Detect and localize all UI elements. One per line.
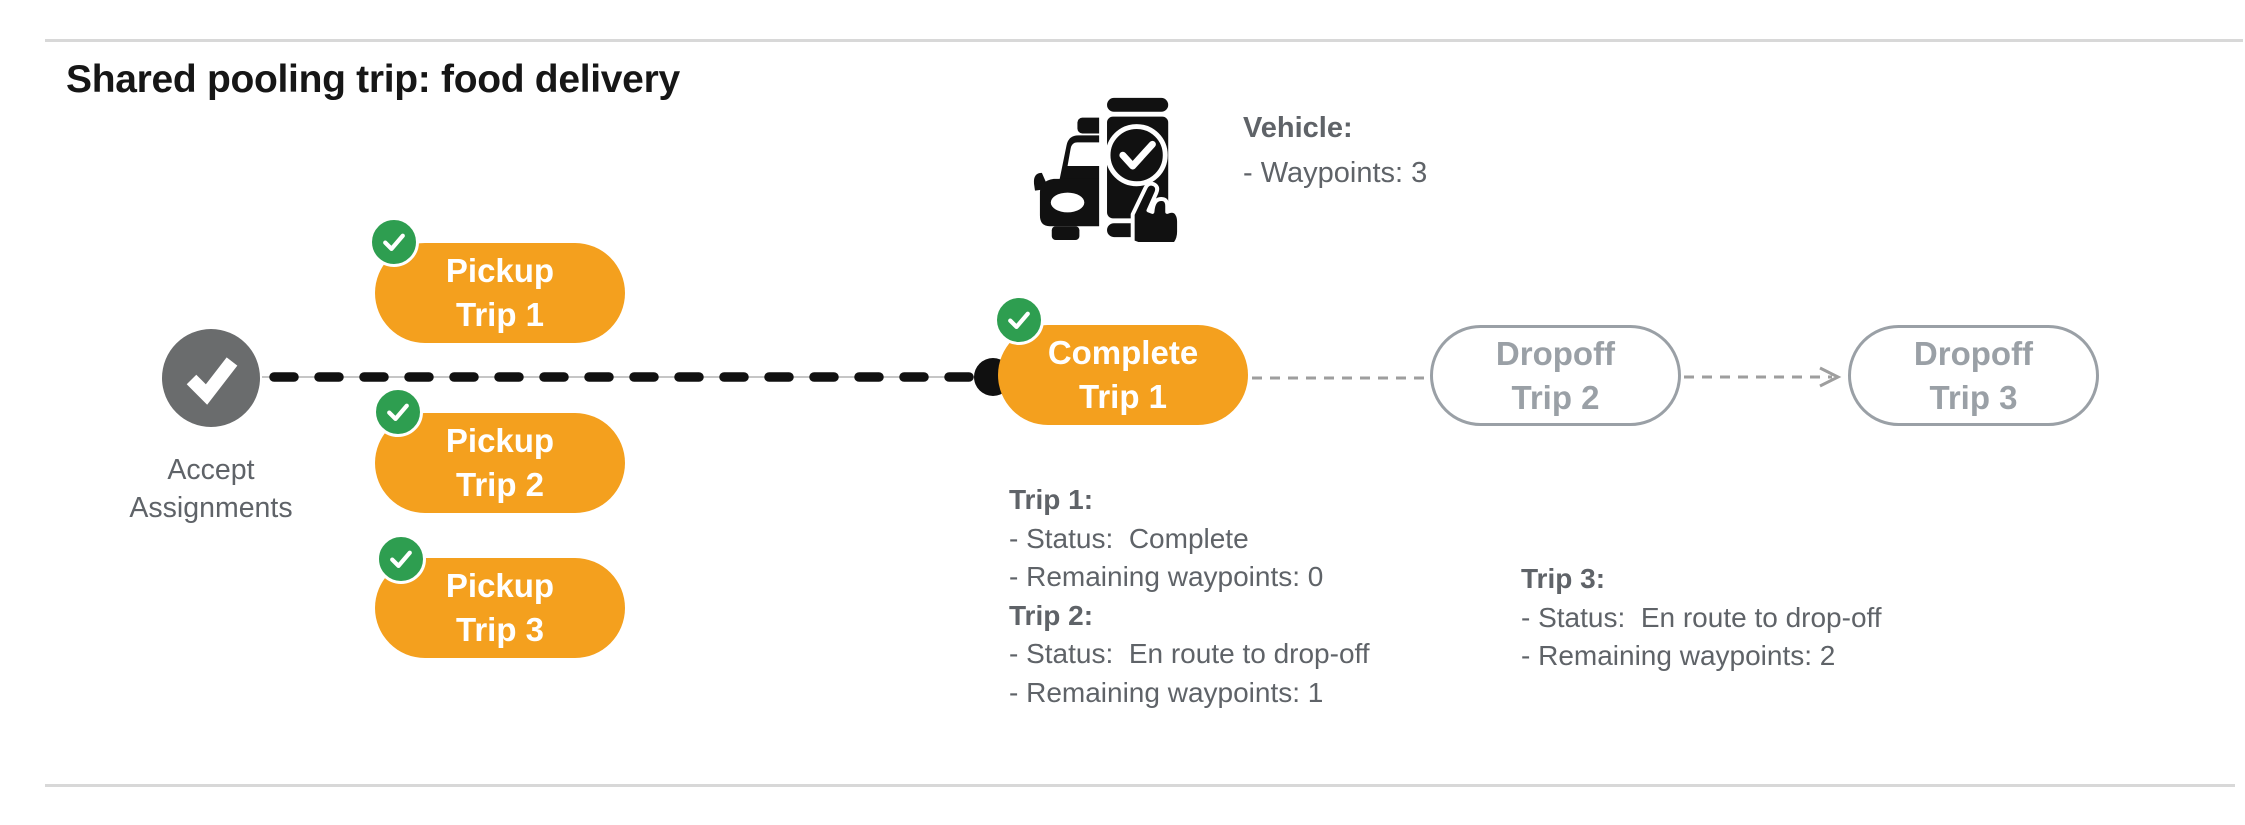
vehicle-info: Vehicle: - Waypoints: 3 bbox=[1243, 106, 1427, 196]
trip2-waypoints-line: - Remaining waypoints: 1 bbox=[1009, 676, 1324, 708]
check-badge-icon bbox=[369, 217, 419, 267]
trip-status-block-1: Trip 1: - Status: Complete - Remaining w… bbox=[1009, 481, 1370, 712]
trip1-heading: Trip 1: bbox=[1009, 484, 1094, 515]
bottom-divider bbox=[45, 784, 2235, 787]
trip1-status-line: - Status: Complete bbox=[1009, 522, 1249, 554]
accepted-route-connector bbox=[262, 372, 990, 382]
dropoff-trip3-node: Dropoff Trip 3 bbox=[1848, 325, 2099, 426]
trip-status-block-2: Trip 3: - Status: En route to drop-off -… bbox=[1521, 560, 1882, 676]
trip3-heading: Trip 3: bbox=[1521, 563, 1606, 594]
car-phone-check-icon bbox=[1033, 92, 1182, 242]
dropoff3-arrow-connector bbox=[1684, 366, 1842, 388]
page-title: Shared pooling trip: food delivery bbox=[66, 58, 680, 101]
trip2-status-line: - Status: En route to drop-off bbox=[1009, 638, 1370, 669]
vehicle-label: Vehicle: bbox=[1243, 112, 1353, 144]
complete-trip1-node: Complete Trip 1 bbox=[998, 325, 1248, 425]
check-badge-icon bbox=[376, 534, 426, 584]
dropoff-trip2-node: Dropoff Trip 2 bbox=[1430, 325, 1681, 426]
trip3-status-line: - Status: En route to drop-off bbox=[1521, 601, 1882, 633]
vehicle-waypoints: - Waypoints: 3 bbox=[1243, 157, 1428, 189]
trip1-waypoints-line: - Remaining waypoints: 0 bbox=[1009, 561, 1324, 592]
check-circle-shape bbox=[1105, 124, 1168, 187]
pointing-hand-shape bbox=[1130, 181, 1182, 242]
pickup-trip2-node: Pickup Trip 2 bbox=[375, 413, 625, 513]
accept-assignments-node bbox=[162, 329, 260, 427]
checkmark-icon bbox=[186, 357, 238, 405]
check-badge-icon bbox=[994, 295, 1044, 345]
check-badge-icon bbox=[373, 387, 423, 437]
trip3-waypoints-line: - Remaining waypoints: 2 bbox=[1521, 640, 1836, 671]
dropoff2-connector bbox=[1252, 376, 1430, 380]
top-divider bbox=[45, 39, 2243, 42]
pickup-trip1-node: Pickup Trip 1 bbox=[375, 243, 625, 343]
accept-assignments-label: Accept Assignments bbox=[129, 454, 293, 524]
trip2-heading: Trip 2: bbox=[1009, 599, 1094, 631]
